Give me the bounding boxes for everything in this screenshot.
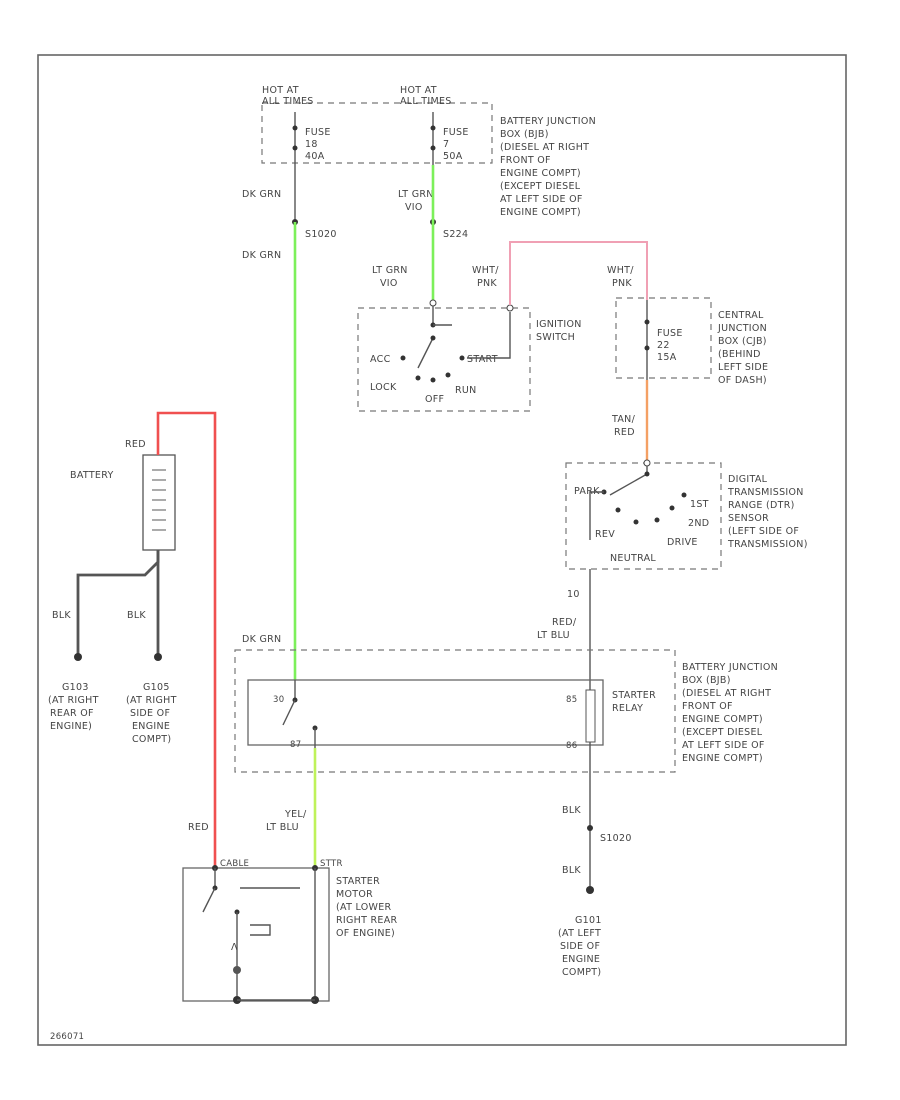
dtr-neutral-contact bbox=[633, 519, 639, 525]
relay-pin-86: 86 bbox=[566, 741, 577, 751]
starter-solenoid-contact bbox=[202, 887, 216, 913]
battery-label: BATTERY bbox=[70, 470, 114, 481]
wire-label-dk-grn-1: DK GRN bbox=[242, 189, 281, 200]
ignition-off-label: OFF bbox=[425, 394, 444, 405]
relay-pin-85: 85 bbox=[566, 695, 577, 705]
starter-pin-sttr: STTR bbox=[320, 859, 343, 869]
wire-label-blk-4: BLK bbox=[562, 865, 581, 876]
ground-g103-dot bbox=[74, 653, 82, 661]
central-junction-desc: CENTRAL JUNCTION BOX (CJB) (BEHIND LEFT … bbox=[717, 310, 772, 386]
battery-junction-box-top bbox=[261, 102, 493, 164]
ignition-start-contact bbox=[459, 355, 465, 361]
wire-label-blk-1: BLK bbox=[52, 610, 71, 621]
ignition-lock-label: LOCK bbox=[370, 382, 397, 393]
wire-label-red-lt-blu: RED/LT BLU bbox=[537, 617, 577, 641]
ground-g103-label: G103 (AT RIGHT REAR OF ENGINE) bbox=[48, 682, 102, 732]
ignition-run-contact bbox=[445, 372, 451, 378]
wire-label-dk-grn-3: DK GRN bbox=[242, 634, 281, 645]
starter-motor-armature bbox=[233, 966, 241, 974]
dtr-drive-contact bbox=[654, 517, 660, 523]
fuse-7-bottom-terminal bbox=[430, 145, 436, 151]
relay-pin-87: 87 bbox=[290, 740, 301, 750]
diagram-frame bbox=[37, 54, 847, 1046]
relay-pin-30: 30 bbox=[273, 695, 284, 705]
splice-label-s1020-bottom: S1020 bbox=[600, 833, 632, 844]
dtr-rev-contact bbox=[615, 507, 621, 513]
splice-s1020-bottom bbox=[587, 825, 593, 831]
dtr-1st-contact bbox=[681, 492, 687, 498]
dtr-1st-label: 1ST bbox=[690, 499, 709, 510]
wire-label-wht-pnk-1: WHT/PNK bbox=[472, 265, 499, 289]
fuse-18-top-terminal bbox=[292, 125, 298, 131]
battery-junction-box-top-desc: BATTERY JUNCTION BOX (BJB) (DIESEL AT RI… bbox=[500, 116, 599, 218]
wire-label-dk-grn-2: DK GRN bbox=[242, 250, 281, 261]
starter-motor-symbol: Λ bbox=[231, 942, 238, 953]
ignition-output-terminal bbox=[506, 304, 514, 312]
ignition-start-label: START bbox=[467, 354, 498, 365]
ground-g105-dot bbox=[154, 653, 162, 661]
dtr-sensor-desc: DIGITAL TRANSMISSION RANGE (DTR) SENSOR … bbox=[727, 474, 808, 550]
starter-relay-contact-arm bbox=[282, 699, 296, 726]
ignition-off-contact bbox=[430, 377, 436, 383]
starter-pin-cable: CABLE bbox=[220, 859, 249, 869]
battery-junction-box-bottom bbox=[234, 649, 676, 773]
diagram-code: 266071 bbox=[50, 1032, 84, 1042]
wire-red-battery bbox=[156, 411, 217, 868]
wire-label-tan-red: TAN/RED bbox=[611, 414, 636, 438]
battery-cells bbox=[152, 469, 166, 531]
dtr-park-label: PARK bbox=[574, 486, 600, 497]
starter-motor-box bbox=[182, 867, 330, 1002]
battery-body bbox=[142, 454, 176, 551]
wire-label-blk-2: BLK bbox=[127, 610, 146, 621]
starter-motor-desc: STARTER MOTOR (AT LOWER RIGHT REAR OF EN… bbox=[336, 876, 401, 939]
dtr-rev-label: REV bbox=[595, 529, 615, 540]
fuse-18-bottom-terminal bbox=[292, 145, 298, 151]
splice-label-s224: S224 bbox=[443, 229, 468, 240]
wire-blk-battery-ground-1 bbox=[76, 550, 160, 655]
wire-label-wht-pnk-2: WHT/PNK bbox=[607, 265, 634, 289]
ground-g101-label: G101 (AT LEFT SIDE OF ENGINE COMPT) bbox=[558, 915, 605, 978]
wire-label-blk-3: BLK bbox=[562, 805, 581, 816]
starter-solenoid-winding bbox=[250, 924, 271, 936]
ignition-acc-contact bbox=[400, 355, 406, 361]
ground-g105-label: G105 (AT RIGHT SIDE OF ENGINE COMPT) bbox=[126, 682, 180, 745]
starter-relay-coil bbox=[585, 689, 596, 743]
splice-label-s1020-top: S1020 bbox=[305, 229, 337, 240]
dtr-2nd-contact bbox=[669, 505, 675, 511]
ignition-lock-contact bbox=[415, 375, 421, 381]
ignition-run-label: RUN bbox=[455, 385, 477, 396]
dtr-2nd-label: 2ND bbox=[688, 518, 709, 529]
ignition-switch-box bbox=[357, 307, 531, 412]
dtr-switch-arm bbox=[609, 473, 648, 496]
ignition-acc-label: ACC bbox=[370, 354, 391, 365]
pin-label-10: 10 bbox=[567, 589, 580, 600]
ignition-switch-arm bbox=[417, 337, 434, 369]
battery-junction-box-bottom-desc: BATTERY JUNCTION BOX (BJB) (DIESEL AT RI… bbox=[682, 662, 781, 764]
wire-wht-pnk bbox=[509, 241, 648, 305]
central-junction-box bbox=[615, 297, 712, 379]
wire-label-red-starter: RED bbox=[188, 822, 209, 833]
wire-label-yel-lt-blu: YEL/LT BLU bbox=[266, 809, 307, 833]
starter-relay-body bbox=[247, 679, 604, 746]
dtr-neutral-label: NEUTRAL bbox=[610, 553, 656, 564]
fuse-7-top-terminal bbox=[430, 125, 436, 131]
ignition-input-terminal bbox=[429, 299, 437, 307]
wire-label-red-battery: RED bbox=[125, 439, 146, 450]
ground-g101-dot bbox=[586, 886, 594, 894]
dtr-input-terminal bbox=[643, 459, 651, 467]
dtr-drive-label: DRIVE bbox=[667, 537, 698, 548]
